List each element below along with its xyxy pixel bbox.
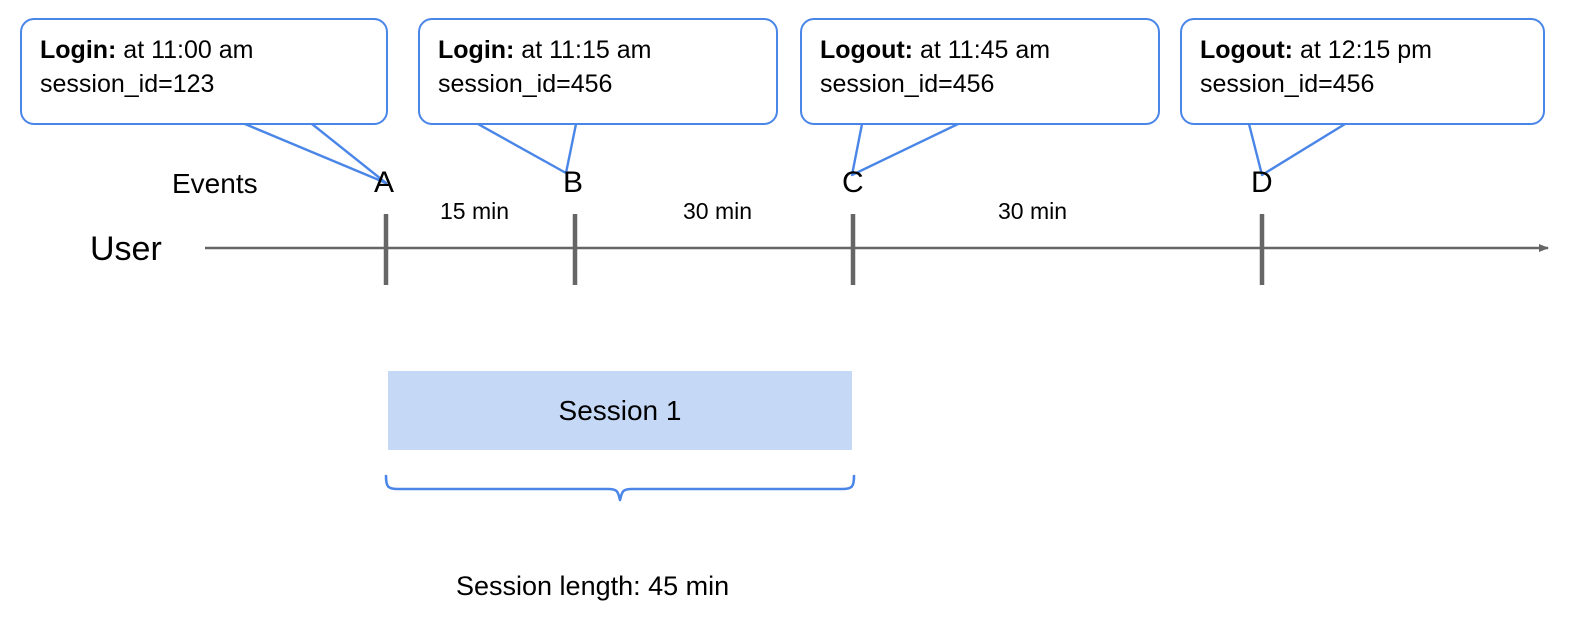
callout-line-1: Login: at 11:00 am [40, 34, 368, 68]
callout-line-1: Logout: at 11:45 am [820, 34, 1140, 68]
callout-tail-c [850, 122, 960, 177]
point-label-b: B [563, 166, 584, 199]
event-type-label: Login: [40, 36, 117, 64]
event-time-label: at 11:00 am [116, 36, 254, 64]
user-lane-label: User [90, 230, 162, 268]
callout-line-1: Login: at 11:15 am [438, 34, 758, 68]
session-bar-label: Session 1 [558, 394, 682, 426]
event-type-label: Logout: [820, 36, 914, 64]
session-bar[interactable]: Session 1 [388, 371, 852, 450]
callout-login-a[interactable]: Login: at 11:00 am session_id=123 [20, 18, 388, 125]
event-time-label: at 12:15 pm [1293, 36, 1432, 64]
session-length-brace [384, 474, 856, 502]
duration-label-bc: 30 min [683, 198, 753, 224]
events-lane-label: Events [172, 168, 258, 199]
callout-tail-a [243, 122, 388, 185]
callout-logout-c[interactable]: Logout: at 11:45 am session_id=456 [800, 18, 1160, 125]
event-time-label: at 11:15 am [514, 36, 652, 64]
point-label-a: A [374, 166, 395, 199]
session-length-caption: Session length: 45 min [456, 571, 730, 601]
callout-tail-b [476, 122, 578, 175]
event-time-label: at 11:45 am [913, 36, 1051, 64]
session-id-label: session_id=123 [40, 69, 215, 98]
session-id-label: session_id=456 [820, 69, 995, 98]
event-type-label: Logout: [1200, 36, 1294, 64]
point-label-d: D [1251, 166, 1273, 199]
duration-label-ab: 15 min [440, 198, 510, 224]
session-id-label: session_id=456 [1200, 69, 1375, 98]
callout-login-b[interactable]: Login: at 11:15 am session_id=456 [418, 18, 778, 125]
event-type-label: Login: [438, 36, 515, 64]
callout-line-1: Logout: at 12:15 pm [1200, 34, 1525, 68]
duration-label-cd: 30 min [998, 198, 1068, 224]
point-label-c: C [842, 166, 864, 199]
callout-logout-d[interactable]: Logout: at 12:15 pm session_id=456 [1180, 18, 1545, 125]
session-id-label: session_id=456 [438, 69, 613, 98]
